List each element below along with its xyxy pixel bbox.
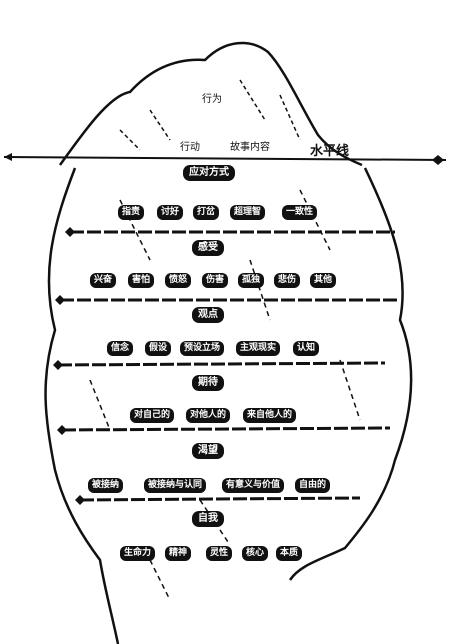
- level-separator-line: [62, 428, 390, 430]
- level-item: 核心: [242, 546, 268, 561]
- level-item: 认知: [293, 341, 319, 356]
- level-item: 被接纳: [88, 478, 123, 493]
- level-item: 对他人的: [186, 408, 230, 423]
- level-header-coping: 应对方式: [183, 165, 235, 181]
- level-header-yearnings: 渴望: [192, 443, 224, 459]
- level-header-self: 自我: [192, 511, 224, 527]
- level-item: 信念: [107, 341, 133, 356]
- iceberg-body-shading: [90, 190, 360, 600]
- level-separator-line: [80, 498, 360, 500]
- level-item: 主观现实: [236, 341, 280, 356]
- level-item: 对自己的: [130, 408, 174, 423]
- separator-diamond-icon: [65, 227, 75, 237]
- level-item: 悲伤: [274, 273, 300, 288]
- level-header-perceptions: 观点: [192, 307, 224, 323]
- level-item: 来自他人的: [243, 408, 296, 423]
- level-item: 生命力: [120, 546, 155, 561]
- waterline-arrow-left-icon: [4, 153, 12, 161]
- separator-diamond-icon: [53, 360, 63, 370]
- level-item: 其他: [310, 273, 336, 288]
- level-item: 预设立场: [180, 341, 224, 356]
- level-item: 本质: [276, 546, 302, 561]
- level-item: 超理智: [230, 205, 265, 220]
- waterline-label: 水平线: [310, 140, 349, 159]
- level-item: 兴奋: [90, 273, 116, 288]
- level-item: 一致性: [282, 205, 317, 220]
- level-item: 打岔: [193, 205, 219, 220]
- level-item: 指责: [118, 205, 144, 220]
- tip-action-label: 行动: [180, 138, 200, 153]
- level-item: 孤独: [238, 273, 264, 288]
- tip-behavior-label: 行为: [202, 90, 222, 105]
- waterline: [4, 157, 446, 160]
- level-item: 被接纳与认同: [144, 478, 206, 493]
- level-header-expectations: 期待: [192, 375, 224, 391]
- level-item: 害怕: [128, 273, 154, 288]
- level-item: 愤怒: [165, 273, 191, 288]
- level-item: 灵性: [206, 546, 232, 561]
- level-header-feelings: 感受: [192, 240, 224, 256]
- level-item: 自由的: [295, 478, 330, 493]
- level-separator-line: [58, 363, 385, 365]
- iceberg-body-outline-right: [290, 168, 411, 580]
- tip-story-label: 故事内容: [230, 138, 270, 153]
- level-item: 假设: [145, 341, 171, 356]
- level-item: 伤害: [202, 273, 228, 288]
- level-item: 讨好: [157, 205, 183, 220]
- level-item: 有意义与价值: [222, 478, 284, 493]
- separator-diamond-icon: [57, 425, 67, 435]
- separator-diamond-icon: [55, 295, 65, 305]
- separator-diamond-icon: [75, 495, 85, 505]
- level-item: 精神: [165, 546, 191, 561]
- iceberg-body-outline: [46, 168, 118, 644]
- waterline-arrow-right-icon: [432, 155, 444, 165]
